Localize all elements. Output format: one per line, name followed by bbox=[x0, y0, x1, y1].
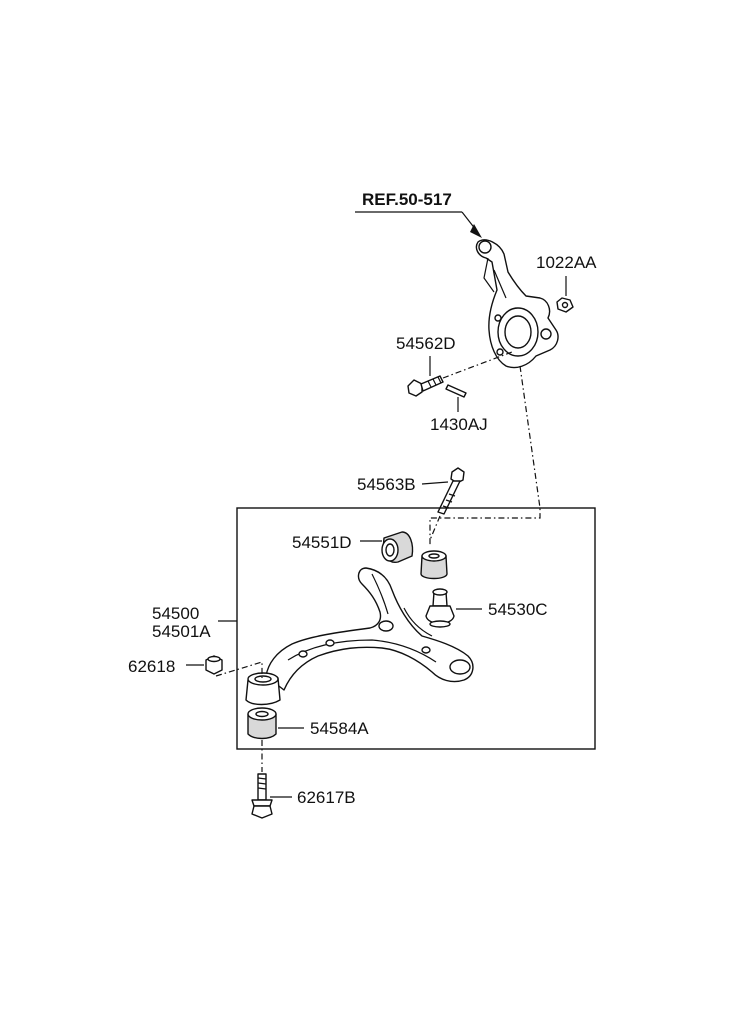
callout-1022AA: 1022AA bbox=[536, 253, 597, 272]
lower-control-arm bbox=[265, 567, 474, 691]
callout-54562D: 54562D bbox=[396, 334, 456, 353]
callout-62617B: 62617B bbox=[297, 788, 356, 807]
dash-54563B bbox=[429, 515, 441, 541]
nut-62618-icon bbox=[205, 655, 223, 675]
bolt-62617B-icon bbox=[251, 773, 273, 819]
dash-knuckle-balljoint bbox=[429, 365, 541, 546]
bolt-54563B-icon bbox=[437, 467, 465, 515]
leader-54563B bbox=[421, 481, 449, 485]
ball-joint-54530C-icon bbox=[425, 588, 455, 628]
steering-knuckle bbox=[475, 239, 559, 369]
callout-54584A: 54584A bbox=[310, 719, 369, 738]
callout-54501A: 54501A bbox=[152, 622, 211, 641]
dash-54562D bbox=[442, 351, 513, 379]
callout-54500: 54500 bbox=[152, 604, 199, 623]
callout-54551D: 54551D bbox=[292, 533, 352, 552]
lower-arm-assembly-box bbox=[236, 507, 596, 750]
bolt-54562D-icon bbox=[407, 375, 444, 397]
ref-arrow-icon bbox=[470, 224, 482, 238]
bushing-54584A-icon bbox=[247, 707, 277, 740]
callout-62618: 62618 bbox=[128, 657, 175, 676]
dash-62618 bbox=[215, 661, 263, 678]
callout-1430AJ: 1430AJ bbox=[430, 415, 488, 434]
pin-1430AJ-icon bbox=[445, 384, 467, 398]
nut-1022AA-icon bbox=[556, 297, 574, 313]
bushing-upper-icon bbox=[420, 550, 448, 580]
bushing-54551D-icon bbox=[381, 531, 414, 563]
callout-54563B: 54563B bbox=[357, 475, 416, 494]
rear-bushing-housing-icon bbox=[245, 672, 281, 706]
ref-label: REF.50-517 bbox=[362, 190, 452, 209]
callout-54530C: 54530C bbox=[488, 600, 548, 619]
